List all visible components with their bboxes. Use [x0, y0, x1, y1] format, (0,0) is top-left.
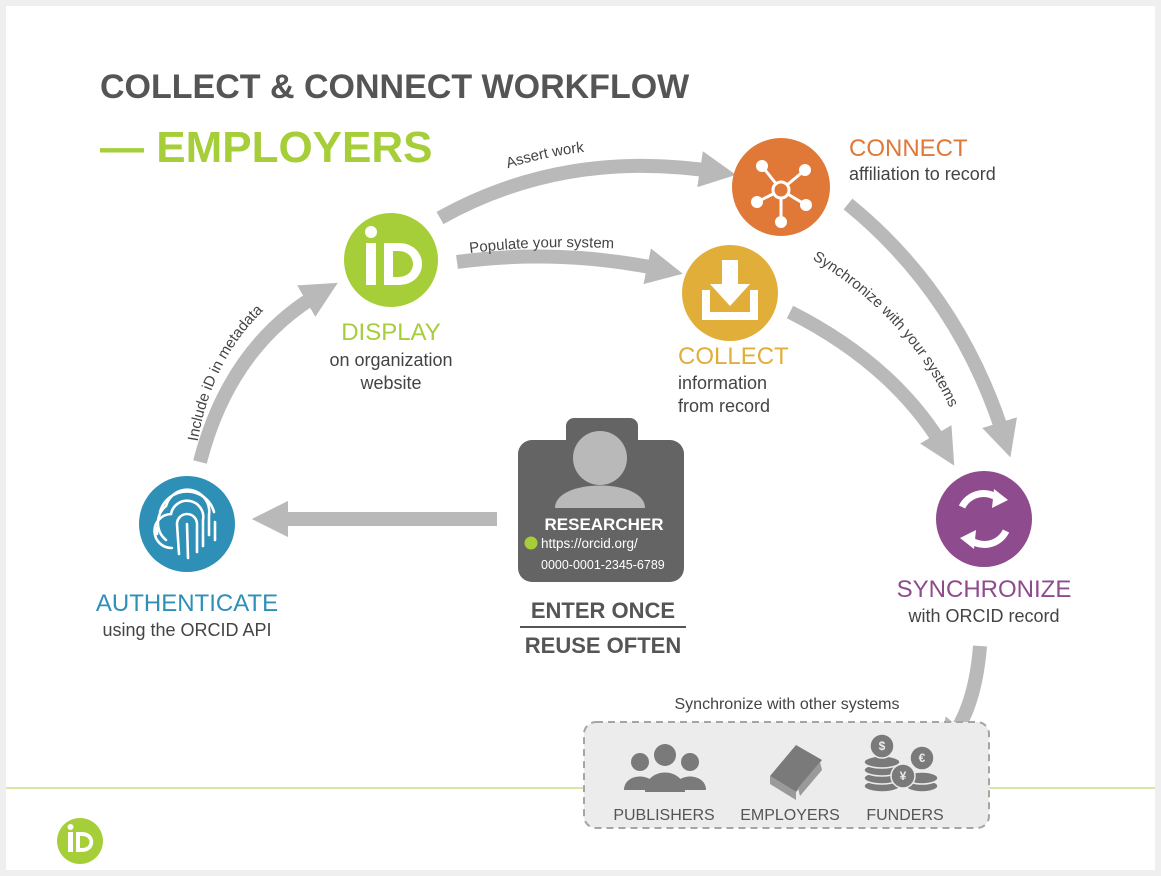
researcher-url-line1: https://orcid.org/: [541, 536, 638, 551]
arrow-display-to-connect: [436, 151, 736, 225]
synchronize-subtitle: with ORCID record: [907, 606, 1059, 626]
funders-label: FUNDERS: [866, 807, 943, 824]
connect-title: CONNECT: [849, 135, 968, 162]
researcher-card: RESEARCHER https://orcid.org/ 0000-0001-…: [518, 418, 686, 658]
orcid-mini-icon: [524, 536, 538, 550]
synchronize-circle: [936, 471, 1032, 567]
download-tray-icon: [702, 260, 758, 320]
collect-subtitle-line2: from record: [678, 396, 770, 416]
svg-text:¥: ¥: [900, 769, 907, 783]
connect-subtitle: affiliation to record: [849, 164, 996, 184]
badge-body: [518, 440, 684, 582]
authenticate-title: AUTHENTICATE: [96, 590, 278, 617]
page-subtitle: — EMPLOYERS: [100, 123, 433, 172]
employers-label: EMPLOYERS: [740, 807, 840, 824]
synchronize-node: SYNCHRONIZE with ORCID record: [897, 471, 1072, 626]
arrow-display-to-collect: [456, 248, 683, 285]
funders-item: $ € ¥ FUNDERS: [863, 733, 944, 824]
orcid-logo-icon: [57, 818, 103, 864]
display-subtitle-line1: on organization: [329, 350, 452, 370]
connect-node: CONNECT affiliation to record: [732, 135, 996, 236]
display-subtitle-line2: website: [359, 373, 421, 393]
researcher-url-line2: 0000-0001-2345-6789: [541, 558, 665, 572]
orcid-id-icon: [344, 213, 438, 307]
other-systems-label: Synchronize with other systems: [675, 696, 900, 713]
publishers-label: PUBLISHERS: [613, 807, 714, 824]
display-node: DISPLAY on organization website: [329, 213, 453, 393]
collect-node: COLLECT information from record: [678, 245, 789, 416]
arrow-authenticate-to-display: [193, 282, 338, 464]
tagline-reuse-often: REUSE OFTEN: [525, 633, 681, 658]
sync-arrows-icon: [958, 489, 1010, 549]
people-group-icon: [624, 744, 706, 792]
person-avatar-icon: [555, 431, 645, 508]
collect-subtitle-line1: information: [678, 373, 767, 393]
coin-stacks-icon: [863, 733, 939, 793]
authenticate-node: AUTHENTICATE using the ORCID API: [96, 476, 278, 640]
employers-item: EMPLOYERS: [740, 745, 840, 824]
book-icon: [770, 745, 822, 800]
svg-text:$: $: [879, 739, 886, 753]
tagline-enter-once: ENTER ONCE: [531, 598, 675, 623]
researcher-label: RESEARCHER: [544, 515, 663, 534]
currency-glyphs: $ € ¥: [879, 739, 926, 783]
network-hub-icon: [751, 160, 812, 228]
arrow-collect-to-synchronize: [786, 305, 955, 466]
arrow-connect-to-synchronize: [843, 198, 1017, 458]
svg-text:€: €: [919, 751, 926, 765]
display-title: DISPLAY: [341, 319, 441, 346]
fingerprint-icon: [153, 488, 217, 560]
page-title: COLLECT & CONNECT WORKFLOW: [100, 68, 690, 106]
collect-title: COLLECT: [678, 343, 789, 370]
authenticate-subtitle: using the ORCID API: [102, 620, 271, 640]
edge-label-include-id: Include iD in metadata: [185, 301, 267, 442]
synchronize-title: SYNCHRONIZE: [897, 576, 1072, 603]
publishers-item: PUBLISHERS: [613, 744, 715, 824]
